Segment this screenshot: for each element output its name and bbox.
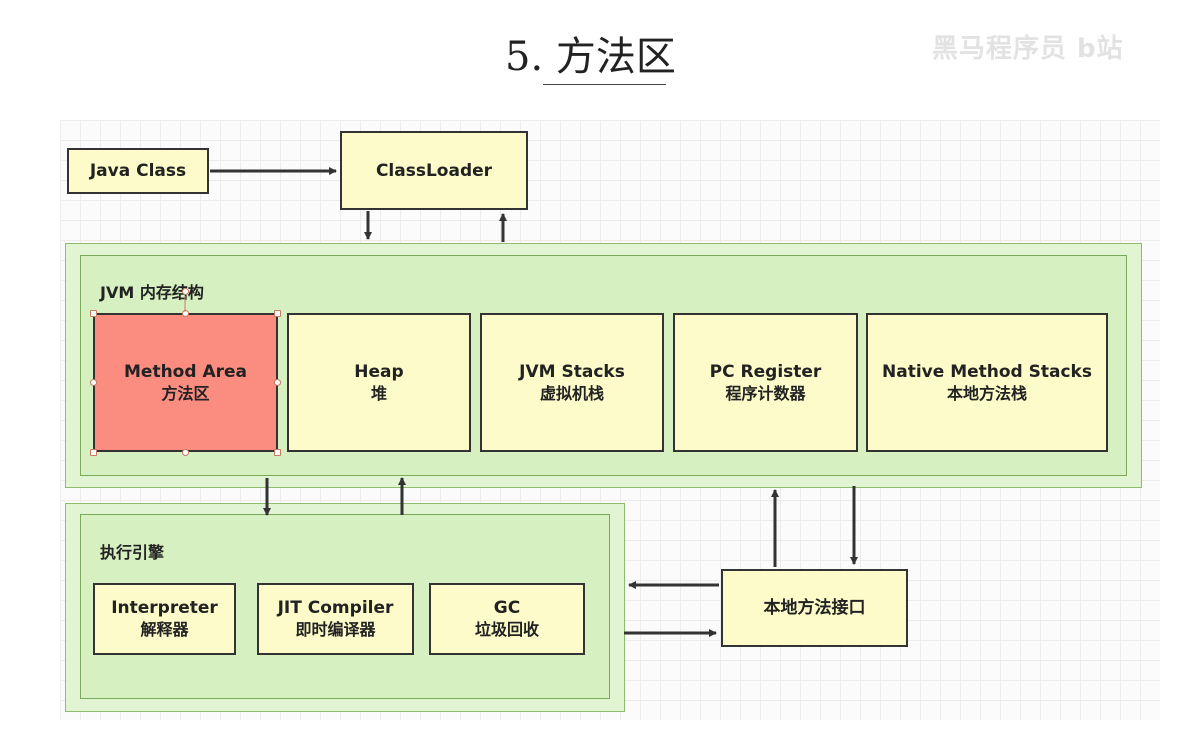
selection-handle[interactable] — [90, 310, 97, 317]
rotation-handle[interactable] — [182, 288, 189, 295]
selection-handle[interactable] — [274, 310, 281, 317]
selection-handle[interactable] — [90, 379, 97, 386]
native-interface-box: 本地方法接口 — [721, 569, 908, 647]
jit-compiler-box: JIT Compiler 即时编译器 — [257, 583, 414, 655]
native-method-stacks-en: Native Method Stacks — [882, 361, 1092, 382]
pc-register-en: PC Register — [709, 361, 822, 382]
native-interface-label: 本地方法接口 — [763, 598, 866, 618]
native-method-stacks-box: Native Method Stacks 本地方法栈 — [866, 313, 1108, 452]
java-class-label: Java Class — [89, 161, 187, 181]
execution-engine-label: 执行引擎 — [100, 543, 165, 562]
interpreter-cn: 解释器 — [140, 620, 189, 639]
watermark-logo: 黑马程序员 b站 — [932, 34, 1124, 64]
selection-handle[interactable] — [182, 449, 189, 456]
jvm-stacks-cn: 虚拟机栈 — [539, 383, 604, 403]
heap-en: Heap — [354, 361, 404, 382]
native-method-stacks-cn: 本地方法栈 — [946, 383, 1027, 403]
selection-handle[interactable] — [274, 379, 281, 386]
method-area-box[interactable]: Method Area 方法区 — [93, 313, 278, 452]
heap-box: Heap 堆 — [287, 313, 471, 452]
jvm-stacks-en: JVM Stacks — [519, 361, 625, 382]
classloader-label: ClassLoader — [375, 160, 493, 181]
selection-handle[interactable] — [90, 449, 97, 456]
java-class-box: Java Class — [67, 148, 209, 194]
heap-cn: 堆 — [370, 383, 387, 403]
gc-cn: 垃圾回收 — [474, 620, 539, 639]
jvm-stacks-box: JVM Stacks 虚拟机栈 — [480, 313, 664, 452]
method-area-cn: 方法区 — [161, 383, 210, 403]
interpreter-en: Interpreter — [111, 598, 218, 618]
gc-box: GC 垃圾回收 — [429, 583, 585, 655]
classloader-box: ClassLoader — [340, 131, 528, 210]
jit-compiler-en: JIT Compiler — [277, 598, 394, 618]
pc-register-cn: 程序计数器 — [725, 383, 806, 403]
selection-handle[interactable] — [274, 449, 281, 456]
slide-title: 5. 方法区 — [505, 34, 676, 80]
interpreter-box: Interpreter 解释器 — [93, 583, 236, 655]
title-underline — [543, 84, 666, 85]
method-area-en: Method Area — [124, 361, 247, 382]
pc-register-box: PC Register 程序计数器 — [673, 313, 858, 452]
gc-en: GC — [493, 598, 521, 618]
jit-compiler-cn: 即时编译器 — [295, 620, 376, 639]
jvm-memory-label: JVM 内存结构 — [100, 283, 204, 302]
